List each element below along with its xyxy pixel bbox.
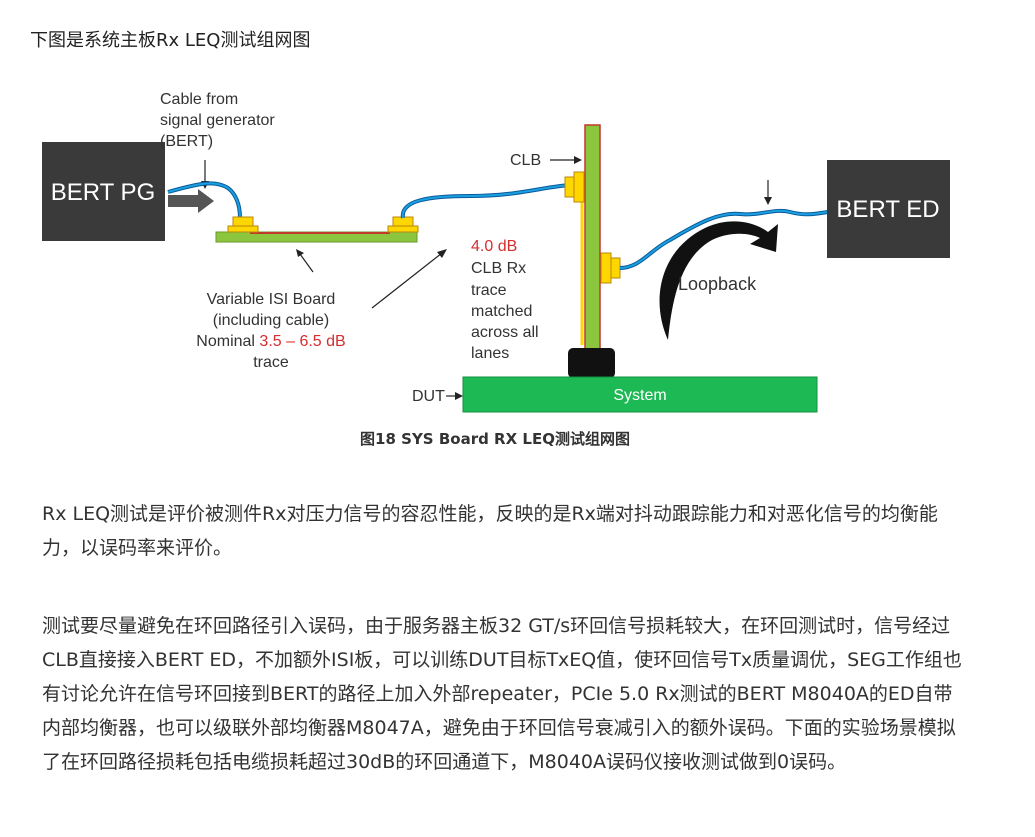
isi-board-label-1: Variable ISI Board (207, 291, 336, 308)
cable-from-label-2: signal generator (160, 112, 275, 129)
clb-trace-pointer (371, 252, 443, 309)
system-label: System (613, 387, 666, 404)
output-arrow (168, 189, 214, 213)
bert-pg-label: BERT PG (51, 179, 155, 206)
dut-pointer-head (455, 392, 463, 400)
clb-desc-4: across all (471, 324, 539, 341)
cable-from-label-1: Cable from (160, 91, 238, 108)
clb-desc-1: CLB Rx (471, 260, 526, 277)
isi-pointer (299, 253, 314, 273)
isi-nominal-label: Nominal (196, 333, 259, 350)
cable-from-label-3: (BERT) (160, 133, 213, 150)
clb-label: CLB (510, 152, 541, 169)
ed-pointer-head (764, 197, 772, 205)
paragraph-2: 测试要尽量避免在环回路径引入误码，由于服务器主板32 GT/s环回信号损耗较大，… (42, 615, 962, 773)
bert-ed-label: BERT ED (836, 196, 939, 223)
figure-caption: 图18 SYS Board RX LEQ测试组网图 (360, 430, 630, 448)
dut-connector (568, 348, 615, 378)
isi-pointer-head (296, 249, 304, 257)
dut-label: DUT (412, 388, 445, 405)
isi-connector-right-base (387, 225, 419, 233)
isi-trace-label: trace (253, 354, 289, 371)
cable-isi-to-clb-highlight (401, 184, 573, 219)
clb-label-pointer-head (574, 156, 582, 164)
cable-loopback-highlight (619, 209, 829, 269)
cable-isi-to-clb (400, 183, 573, 219)
paragraph-1: Rx LEQ测试是评价被测件Rx对压力信号的容忍性能，反映的是Rx端对抖动跟踪能… (42, 503, 938, 559)
clb-connector-top-base (573, 171, 585, 203)
bert-pg-box (42, 142, 165, 241)
system-board (462, 376, 818, 413)
intro-text: 下图是系统主板Rx LEQ测试组网图 (30, 30, 311, 51)
clb-connector-bottom-base (600, 252, 612, 284)
cable-loopback (619, 208, 829, 270)
cable-in-highlight (167, 182, 241, 219)
loopback-arrow (659, 221, 778, 340)
isi-nominal-line: Nominal 3.5 – 6.5 dB (196, 333, 345, 350)
clb-desc-5: lanes (471, 345, 509, 362)
isi-nominal-range: 3.5 – 6.5 dB (259, 333, 345, 350)
loopback-label: Loopback (678, 274, 757, 294)
bert-ed-box (827, 160, 950, 258)
test-setup-diagram: BERT PG Cable from signal generator (BER… (0, 60, 1035, 470)
clb-desc-3: matched (471, 303, 532, 320)
clb-board (584, 124, 601, 351)
clb-trace-pointer-head (437, 249, 447, 258)
isi-board-label-2: (including cable) (213, 312, 330, 329)
clb-loss-value: 4.0 dB (471, 238, 517, 255)
isi-connector-left-base (227, 225, 259, 233)
clb-desc-2: trace (471, 282, 507, 299)
